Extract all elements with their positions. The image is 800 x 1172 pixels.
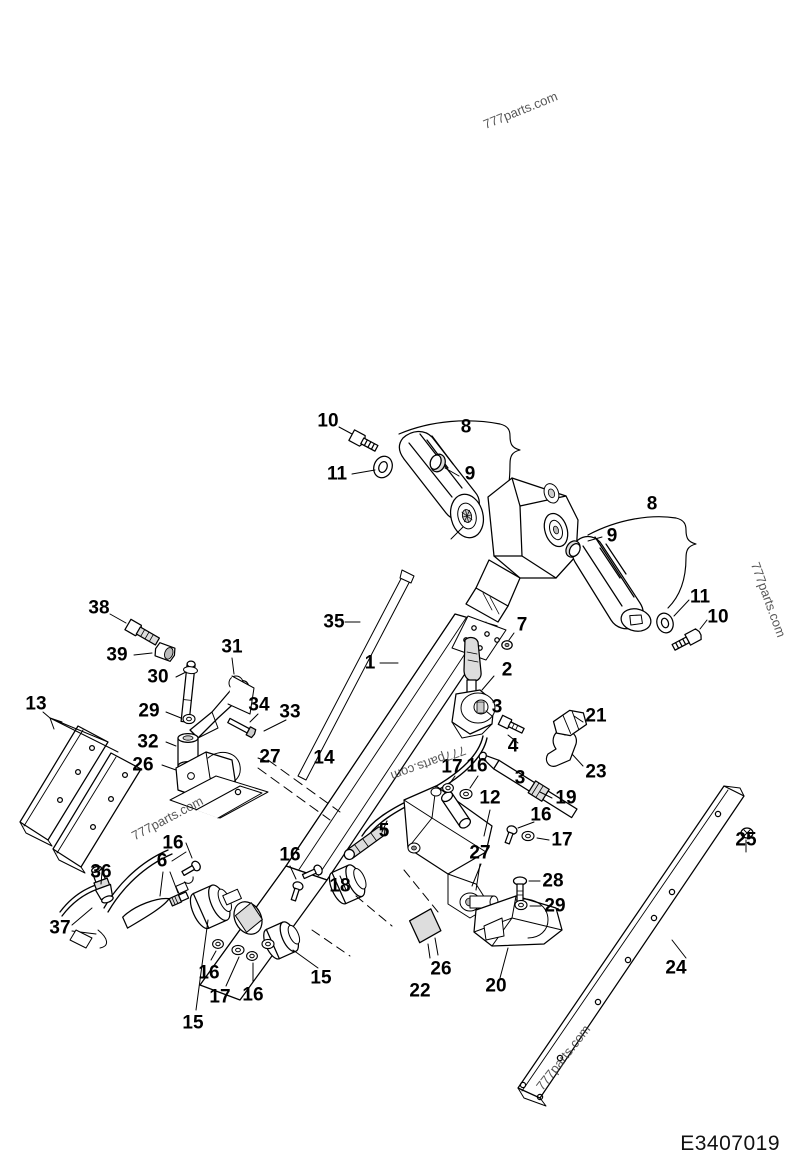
callout-36: 36 — [90, 861, 112, 883]
callout-12: 12 — [479, 787, 501, 809]
callout-28: 28 — [542, 870, 564, 892]
callout-16: 16 — [198, 962, 220, 984]
callout-24: 24 — [665, 957, 687, 979]
callout-17: 17 — [209, 986, 231, 1008]
callout-3: 3 — [491, 696, 503, 718]
callout-16: 16 — [162, 832, 184, 854]
part-number-label: E3407019 — [680, 1132, 780, 1155]
callout-4: 4 — [507, 735, 519, 757]
callout-7: 7 — [516, 614, 528, 636]
callout-15: 15 — [182, 1012, 204, 1034]
callout-15: 15 — [310, 967, 332, 989]
callout-16: 16 — [466, 755, 488, 777]
callout-11: 11 — [326, 463, 348, 485]
callout-29: 29 — [138, 700, 160, 722]
callout-30: 30 — [147, 666, 169, 688]
callout-22: 22 — [409, 980, 431, 1002]
callout-2: 2 — [501, 659, 513, 681]
callout-35: 35 — [323, 611, 345, 633]
callout-27: 27 — [469, 842, 491, 864]
callout-14: 14 — [313, 747, 335, 769]
callout-29: 29 — [544, 895, 566, 917]
callout-32: 32 — [137, 731, 159, 753]
callout-23: 23 — [585, 761, 607, 783]
callout-39: 39 — [106, 644, 128, 666]
callout-9: 9 — [606, 525, 618, 547]
callout-26: 26 — [132, 754, 154, 776]
callout-16: 16 — [530, 804, 552, 826]
callout-16: 16 — [279, 844, 301, 866]
callout-21: 21 — [585, 705, 607, 727]
callout-38: 38 — [88, 597, 110, 619]
callout-6: 6 — [156, 850, 168, 872]
callout-13: 13 — [25, 693, 47, 715]
callout-16: 16 — [242, 984, 264, 1006]
callout-8: 8 — [460, 416, 472, 438]
callout-3: 3 — [514, 767, 526, 789]
callout-10: 10 — [707, 606, 729, 628]
callout-20: 20 — [485, 975, 507, 997]
callout-34: 34 — [248, 694, 270, 716]
callout-10: 10 — [317, 410, 339, 432]
callout-18: 18 — [329, 875, 351, 897]
callout-19: 19 — [555, 787, 577, 809]
callout-11: 11 — [689, 586, 711, 608]
callout-25: 25 — [735, 829, 757, 851]
callout-17: 17 — [441, 756, 463, 778]
callout-1: 1 — [364, 652, 376, 674]
callout-9: 9 — [464, 463, 476, 485]
callout-17: 17 — [551, 829, 573, 851]
callout-8: 8 — [646, 493, 658, 515]
callout-5: 5 — [378, 820, 390, 842]
callout-27: 27 — [259, 746, 281, 768]
callout-37: 37 — [49, 917, 71, 939]
callout-33: 33 — [279, 701, 301, 723]
callout-26: 26 — [430, 958, 452, 980]
callout-31: 31 — [221, 636, 243, 658]
